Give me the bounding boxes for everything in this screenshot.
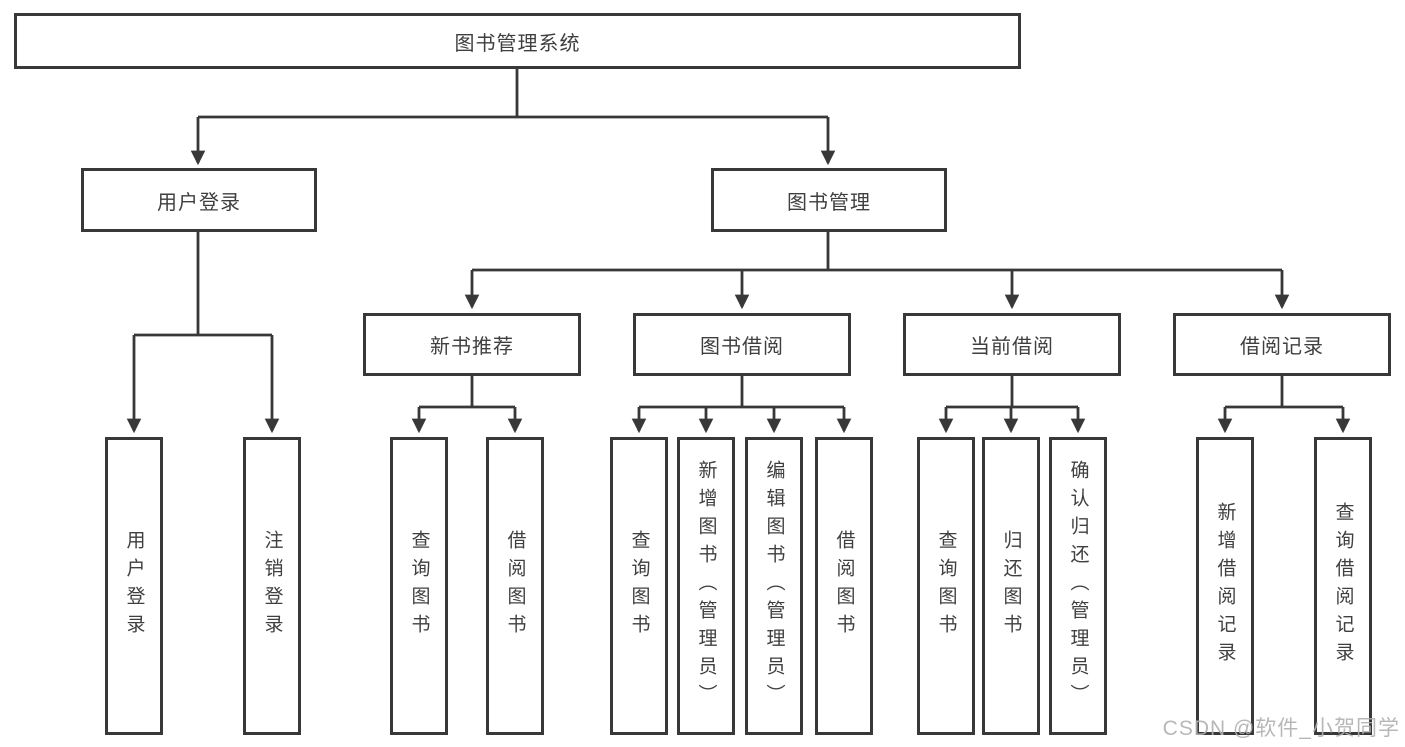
node-user-login: 用户登录 <box>81 168 317 232</box>
csdn-watermark: CSDN @软件_小贺同学 <box>1162 717 1400 740</box>
node-current-borrow: 当前借阅 <box>903 313 1121 376</box>
node-query-books-borrow: 查询图书 <box>610 437 668 735</box>
node-logout: 注销登录 <box>243 437 301 735</box>
node-add-borrow-record: 新增借阅记录 <box>1196 437 1254 735</box>
node-book-borrow: 图书借阅 <box>633 313 851 376</box>
node-user-login-leaf: 用户登录 <box>105 437 163 735</box>
node-confirm-return-admin: 确认归还（管理员） <box>1049 437 1107 735</box>
node-borrow-books-recommend: 借阅图书 <box>486 437 544 735</box>
node-query-books-recommend: 查询图书 <box>390 437 448 735</box>
node-borrow-books-leaf: 借阅图书 <box>815 437 873 735</box>
node-edit-book-admin: 编辑图书（管理员） <box>745 437 803 735</box>
node-query-books-current: 查询图书 <box>917 437 975 735</box>
node-return-book: 归还图书 <box>982 437 1040 735</box>
node-new-book-recommend: 新书推荐 <box>363 313 581 376</box>
node-query-borrow-record: 查询借阅记录 <box>1314 437 1372 735</box>
node-book-management: 图书管理 <box>711 168 947 232</box>
node-borrow-records: 借阅记录 <box>1173 313 1391 376</box>
node-add-book-admin: 新增图书（管理员） <box>677 437 735 735</box>
node-library-system: 图书管理系统 <box>14 13 1021 69</box>
